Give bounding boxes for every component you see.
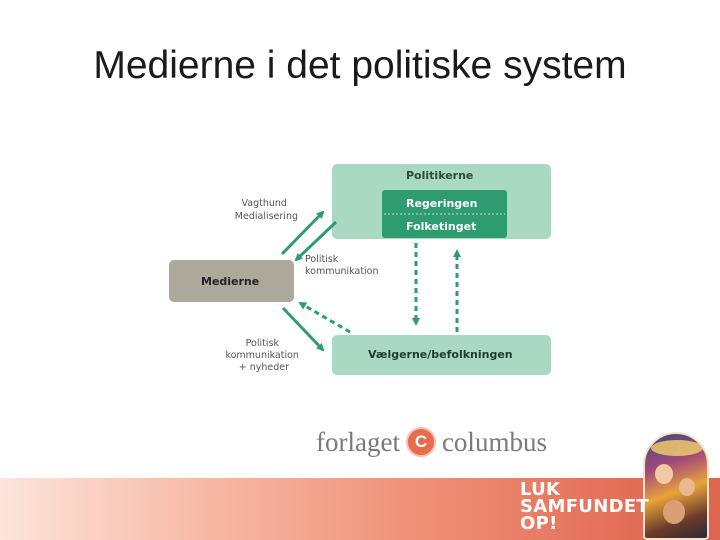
note-communication-news-line-1: Politisk (246, 338, 280, 349)
arrow-voters-to-media-dashed (298, 301, 351, 334)
media-label: Medierne (201, 275, 259, 288)
publisher-logo: forlaget C columbus (316, 424, 547, 460)
note-political-communication-line-1: Politisk (305, 254, 339, 265)
arrow-politicians-to-media (294, 220, 338, 262)
campaign-line-2: SAMFUNDET (520, 496, 649, 517)
government-label: Regeringen (406, 197, 477, 210)
parliament-label: Folketinget (406, 220, 476, 233)
politicians-label: Politikerne (406, 169, 473, 182)
arrow-media-to-voters (281, 306, 325, 352)
arrow-media-to-politicians (280, 210, 325, 256)
note-watchdog-line-2: Medialisering (235, 211, 298, 222)
note-watchdog-line-1: Vagthund (242, 198, 287, 209)
note-communication-news-line-3: + nyheder (239, 362, 289, 373)
campaign-photo-icon (643, 432, 709, 540)
note-watchdog: Vagthund Medialisering (235, 198, 298, 222)
slide-title: Medierne i det politiske system (93, 44, 627, 87)
note-political-communication: Politisk kommunikation (305, 254, 379, 277)
media-box (169, 260, 294, 302)
voters-box (332, 335, 551, 375)
campaign-line-3: OP! (520, 513, 558, 534)
publisher-name-right: columbus (441, 426, 547, 457)
copyright-c-icon: C (405, 427, 436, 457)
publisher-name-left: forlaget (316, 426, 400, 457)
campaign-line-1: LUK (520, 479, 561, 500)
note-communication-news: Politisk kommunikation + nyheder (225, 338, 302, 373)
voters-label: Vælgerne/befolkningen (368, 348, 513, 361)
note-political-communication-line-2: kommunikation (305, 266, 379, 277)
note-communication-news-line-2: kommunikation (225, 350, 299, 361)
campaign-logo: LUK SAMFUNDET OP! (520, 479, 649, 534)
footer-band (0, 478, 720, 540)
